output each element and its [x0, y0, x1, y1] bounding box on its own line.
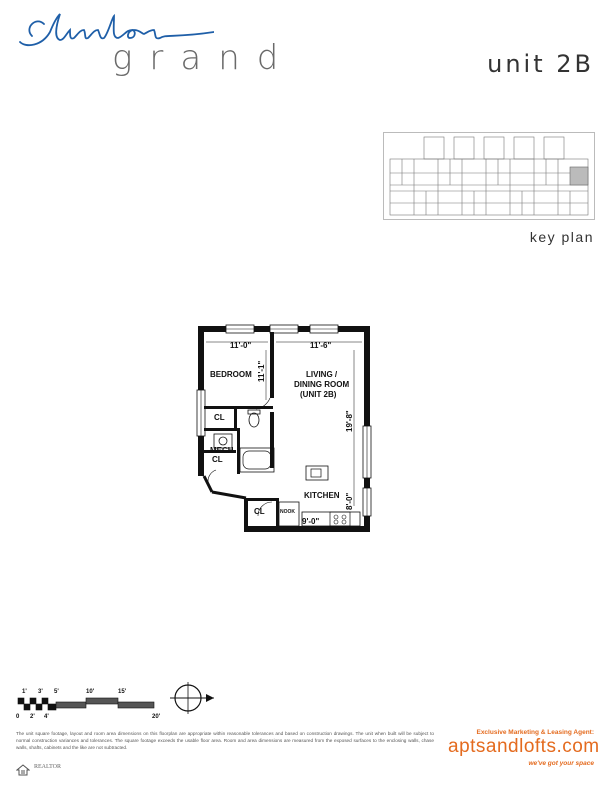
- dim-kitchen-width: 9'-0": [302, 517, 319, 526]
- dim-living-depth: 19'-8": [345, 410, 354, 432]
- unit-title: unit 2B: [487, 50, 594, 78]
- agent-tagline: we've got your space: [528, 760, 595, 767]
- dim-living-width: 11'-6": [310, 341, 331, 350]
- key-plan-highlight: [569, 166, 589, 186]
- key-plan-image: [383, 132, 595, 220]
- room-kitchen: KITCHEN: [304, 491, 340, 500]
- room-mech: MECH: [210, 446, 234, 455]
- scale-tick-20: 20': [152, 714, 161, 720]
- room-closet-entry: CL: [254, 507, 265, 516]
- scale-tick-15: 15': [118, 689, 127, 695]
- agent-site-link[interactable]: aptsandlofts.com: [448, 736, 600, 757]
- brand-logo-script: [14, 8, 215, 52]
- scale-tick-4: 4': [44, 714, 49, 720]
- north-arrow-icon: [170, 682, 214, 714]
- key-plan-label: key plan: [529, 229, 594, 245]
- key-plan-drawing: [389, 136, 589, 216]
- scale-bar: 1' 3' 5' 10' 15' 0 2' 4' 20': [16, 689, 161, 720]
- scale-tick-0: 0: [16, 714, 20, 720]
- room-closet-bedroom: CL: [214, 413, 225, 422]
- room-nook: NOOK: [280, 509, 295, 515]
- scale-tick-5: 5': [54, 689, 59, 695]
- equal-housing-icon: [16, 764, 30, 776]
- room-living-line2: DINING ROOM: [294, 380, 349, 389]
- floor-plan: 11'-0" 11'-6" 11'-1" 19'-8" 8'-0" 9'-0" …: [196, 324, 372, 532]
- agent-label: Exclusive Marketing & Leasing Agent:: [476, 729, 594, 736]
- room-bedroom: BEDROOM: [210, 370, 252, 379]
- realtor-logo: REALTOR: [34, 764, 62, 770]
- brand-logo-grand: grand: [112, 38, 296, 78]
- room-mech-closet: CL: [212, 455, 223, 464]
- scale-tick-10: 10': [86, 689, 95, 695]
- dim-bedroom-width: 11'-0": [230, 341, 251, 350]
- scale-tick-2: 2': [30, 714, 35, 720]
- scale-tick-1: 1': [22, 689, 27, 695]
- scale-tick-3: 3': [38, 689, 43, 695]
- room-living-line1: LIVING /: [306, 370, 338, 379]
- room-living-line3: (UNIT 2B): [300, 390, 337, 399]
- clinton-script-logo: [19, 13, 215, 47]
- disclaimer-text: The unit square footage, layout and room…: [16, 731, 434, 750]
- dim-bedroom-depth: 11'-1": [257, 361, 266, 382]
- dim-kitchen-depth: 8'-0": [345, 493, 354, 510]
